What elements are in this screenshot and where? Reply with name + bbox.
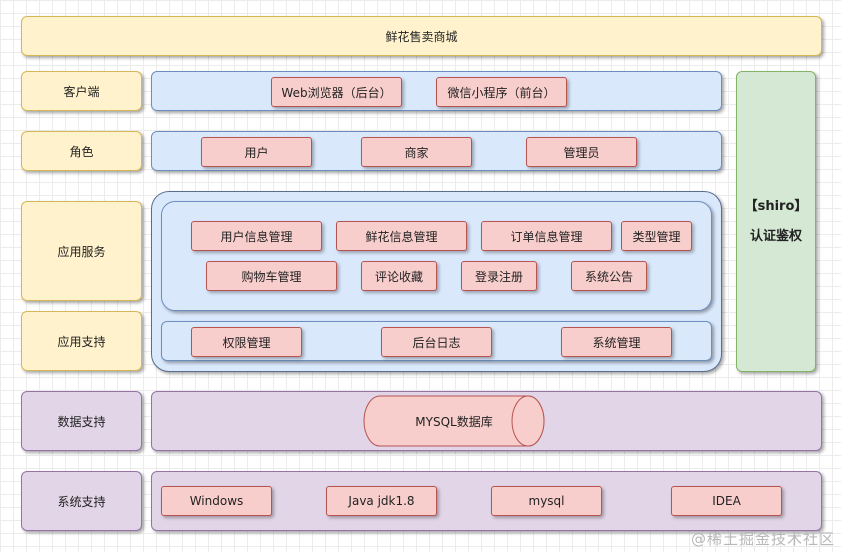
service-login-register: 登录注册: [461, 261, 537, 291]
service-user-info: 用户信息管理: [191, 221, 322, 251]
layer-label-app-support: 应用支持: [21, 311, 142, 371]
system-java-jdk: Java jdk1.8: [326, 486, 437, 516]
system-mysql: mysql: [491, 486, 602, 516]
diagram-title: 鲜花售卖商城: [385, 29, 458, 44]
client-web-browser: Web浏览器（后台）: [271, 77, 402, 107]
service-announcement: 系统公告: [571, 261, 647, 291]
support-system-mgmt: 系统管理: [561, 327, 672, 357]
service-order-info: 订单信息管理: [481, 221, 612, 251]
layer-label-data-support: 数据支持: [21, 391, 142, 451]
mysql-database-label: MYSQL数据库: [415, 414, 493, 429]
auth-title: 认证鉴权: [749, 228, 802, 244]
service-type-mgmt: 类型管理: [621, 221, 692, 251]
title-bar: 鲜花售卖商城: [21, 16, 822, 56]
service-comment-fav: 评论收藏: [361, 261, 437, 291]
watermark-text: @稀土掘金技术社区: [690, 530, 835, 548]
system-windows: Windows: [161, 486, 272, 516]
mysql-database-cylinder: MYSQL数据库: [362, 394, 546, 448]
role-user: 用户: [201, 137, 312, 167]
support-permission: 权限管理: [191, 327, 302, 357]
app-service-panel: [161, 201, 712, 311]
layer-label-role: 角色: [21, 131, 142, 171]
layer-label-client: 客户端: [21, 71, 142, 111]
layer-label-system-support: 系统支持: [21, 471, 142, 531]
layer-label-app-service: 应用服务: [21, 201, 142, 301]
database-icon: [363, 395, 545, 447]
support-backend-log: 后台日志: [381, 327, 492, 357]
auth-shiro-label: 【shiro】: [744, 198, 808, 214]
auth-panel: 【shiro】 认证鉴权: [736, 71, 816, 372]
client-wechat-miniprogram: 微信小程序（前台）: [436, 77, 567, 107]
role-merchant: 商家: [361, 137, 472, 167]
service-flower-info: 鲜花信息管理: [336, 221, 467, 251]
system-idea: IDEA: [671, 486, 782, 516]
role-admin: 管理员: [526, 137, 637, 167]
service-cart-mgmt: 购物车管理: [206, 261, 337, 291]
